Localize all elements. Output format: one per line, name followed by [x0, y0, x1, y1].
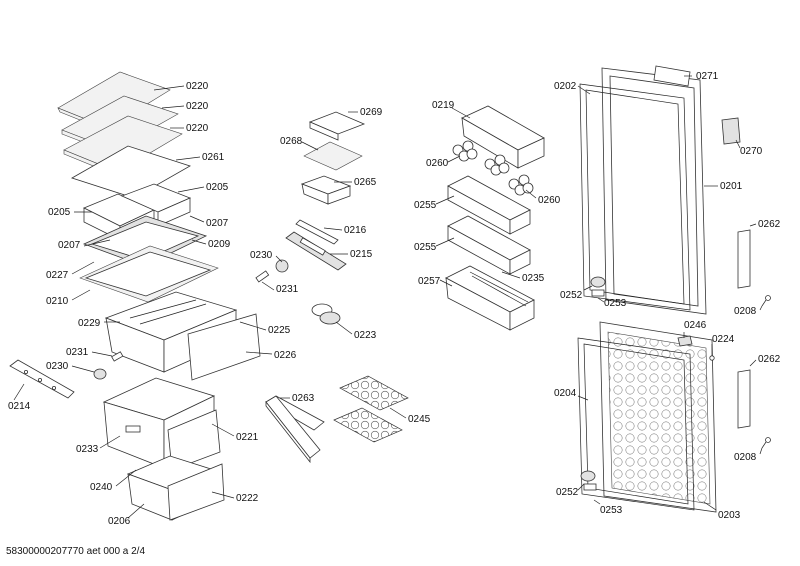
strip-0216	[295, 219, 339, 245]
callout-0253-upper: 0253	[604, 298, 627, 309]
callout-0230-mid: 0230	[250, 250, 273, 261]
callout-0226: 0226	[274, 350, 297, 361]
clip-0246	[677, 335, 693, 347]
callout-0230-left: 0230	[46, 361, 69, 372]
callout-0257: 0257	[418, 276, 441, 287]
callout-0265: 0265	[354, 177, 377, 188]
callout-0206: 0206	[108, 516, 131, 527]
callout-0269: 0269	[360, 107, 383, 118]
egg-tray-0245-lower	[333, 407, 403, 443]
egg-holder-0260-right	[508, 174, 534, 196]
pin-0224	[709, 355, 715, 361]
callout-0231-left: 0231	[66, 347, 89, 358]
callout-0219: 0219	[432, 100, 455, 111]
shelf-lid-0219	[461, 105, 545, 169]
bottle-rack-0257	[445, 265, 535, 331]
screw-0208-lower	[761, 437, 771, 449]
callout-0204: 0204	[554, 388, 577, 399]
callout-0220-b: 0220	[186, 101, 209, 112]
callout-0207-right: 0207	[206, 218, 229, 229]
callout-0224: 0224	[712, 334, 735, 345]
hinge-0262-upper	[737, 229, 751, 289]
rail-0214	[9, 359, 75, 399]
egg-holder-0260-left	[452, 140, 478, 162]
egg-tray-0245-upper	[339, 375, 409, 411]
clips-0223	[311, 303, 341, 325]
plate-0268	[303, 141, 363, 171]
callout-labels: 0220 0220 0220 0261 0205 0205 0207 0207 …	[8, 71, 781, 527]
cover-plate-0261	[71, 145, 191, 199]
lid-0269	[308, 111, 366, 141]
callout-0215: 0215	[350, 249, 373, 260]
rail-0215	[285, 231, 347, 271]
freezer-front-0222	[167, 463, 225, 521]
callout-0262-upper: 0262	[758, 219, 781, 230]
callout-0263: 0263	[292, 393, 315, 404]
egg-holder-0260-mid	[484, 154, 510, 176]
callout-0216: 0216	[344, 225, 367, 236]
tray-0265	[300, 175, 352, 205]
callout-0205-left: 0205	[48, 207, 71, 218]
hinge-cover-0270	[721, 117, 741, 145]
callout-0207-left: 0207	[58, 240, 81, 251]
callout-0240: 0240	[90, 482, 113, 493]
callout-0208-lower: 0208	[734, 452, 757, 463]
shelf-frame-0227	[82, 215, 208, 267]
callout-0210: 0210	[46, 296, 69, 307]
hinge-part-0252-upper	[590, 276, 606, 297]
freezer-gasket-0204	[577, 337, 695, 511]
callout-0245: 0245	[408, 414, 431, 425]
door-rack-0255-lower	[447, 215, 531, 275]
callout-0214: 0214	[8, 401, 31, 412]
small-drawer-right	[120, 183, 192, 227]
callout-0252-upper: 0252	[560, 290, 583, 301]
callout-0220-a: 0220	[186, 81, 209, 92]
callout-0260-left: 0260	[426, 158, 449, 169]
callout-0252-lower: 0252	[556, 487, 579, 498]
callout-0209: 0209	[208, 239, 231, 250]
glass-plate-0210	[79, 245, 219, 303]
roller-0230-mid	[255, 259, 289, 283]
callout-0229: 0229	[78, 318, 101, 329]
fridge-door-0201	[601, 67, 707, 315]
door-rack-0255-upper	[447, 175, 531, 235]
hinge-part-0252-lower	[580, 470, 597, 491]
callout-0260-right: 0260	[538, 195, 561, 206]
label-0271	[653, 65, 691, 87]
drawer-front-0226	[187, 313, 261, 381]
door-gasket-0202	[579, 83, 691, 311]
callout-0255-upper: 0255	[414, 200, 437, 211]
callout-0268: 0268	[280, 136, 303, 147]
callout-0221: 0221	[236, 432, 259, 443]
callout-0220-c: 0220	[186, 123, 209, 134]
callout-0208-upper: 0208	[734, 306, 757, 317]
callout-0246: 0246	[684, 320, 707, 331]
callout-0222: 0222	[236, 493, 259, 504]
callout-0203: 0203	[718, 510, 741, 521]
callout-0270: 0270	[740, 146, 763, 157]
screw-0208-upper	[761, 295, 771, 307]
leader-lines	[13, 75, 763, 519]
callout-0227: 0227	[46, 270, 69, 281]
callout-0223: 0223	[354, 330, 377, 341]
callout-0231-mid: 0231	[276, 284, 299, 295]
callout-0202: 0202	[554, 81, 577, 92]
freezer-door-0203	[599, 321, 717, 513]
ice-tray-0263	[265, 395, 325, 464]
document-footer: 58300000207770 aet 000 a 2/4	[6, 546, 145, 557]
callout-0205-right: 0205	[206, 182, 229, 193]
callout-0261: 0261	[202, 152, 225, 163]
callout-0233: 0233	[76, 444, 99, 455]
roller-0230-left	[93, 351, 124, 380]
callout-0262-lower: 0262	[758, 354, 781, 365]
hinge-0262-lower	[737, 369, 751, 429]
callout-0235: 0235	[522, 273, 545, 284]
callout-0225: 0225	[268, 325, 291, 336]
callout-0255-lower: 0255	[414, 242, 437, 253]
callout-0271: 0271	[696, 71, 719, 82]
callout-0253-lower: 0253	[600, 505, 623, 516]
callout-0201: 0201	[720, 181, 743, 192]
